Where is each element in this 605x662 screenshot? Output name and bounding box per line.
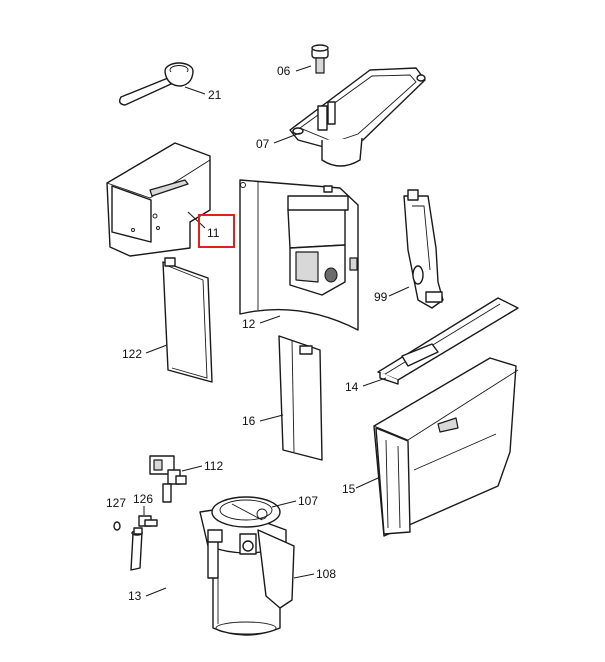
part-127-o-ring[interactable] [113, 521, 121, 531]
label-14: 14 [345, 380, 359, 394]
leader-112 [181, 465, 203, 472]
part-112-valve[interactable] [149, 455, 187, 503]
part-107-lid[interactable] [211, 496, 281, 528]
leader-11 [187, 211, 206, 229]
part-06-knob[interactable] [311, 44, 329, 74]
part-16-front-cover[interactable] [278, 335, 323, 461]
part-21-measuring-spoon[interactable] [118, 62, 194, 106]
leader-99 [388, 286, 410, 297]
leader-108 [293, 573, 315, 579]
leader-13 [145, 587, 167, 597]
label-12: 12 [242, 317, 256, 331]
label-16: 16 [242, 414, 256, 428]
label-13: 13 [128, 589, 142, 603]
part-99-lever[interactable] [403, 189, 444, 309]
leader-107 [271, 500, 297, 508]
label-112: 112 [204, 459, 223, 473]
leader-21 [184, 86, 206, 95]
leader-07 [273, 132, 301, 144]
leader-06 [295, 65, 312, 72]
label-06: 06 [277, 64, 291, 78]
label-11: 11 [207, 226, 220, 240]
label-127: 127 [106, 496, 126, 510]
leader-15 [355, 477, 379, 489]
label-122: 122 [122, 347, 142, 361]
part-07-upper-housing[interactable] [289, 67, 426, 167]
label-15: 15 [342, 482, 356, 496]
part-11-container[interactable] [106, 142, 211, 257]
part-13-tube[interactable] [130, 527, 143, 571]
part-122-side-panel[interactable] [162, 257, 213, 383]
label-99: 99 [374, 290, 388, 304]
part-14-rail[interactable] [377, 297, 519, 385]
part-12-main-frame[interactable] [239, 179, 359, 331]
label-21: 21 [208, 88, 222, 102]
leader-12 [259, 315, 281, 324]
label-07: 07 [256, 137, 270, 151]
highlight-box-11 [198, 214, 235, 248]
label-108: 108 [316, 567, 336, 581]
part-126-fitting[interactable] [138, 515, 158, 527]
label-107: 107 [298, 494, 318, 508]
label-126: 126 [133, 492, 153, 506]
part-15-water-tank[interactable] [373, 357, 519, 537]
leader-122 [145, 344, 168, 354]
leader-14 [362, 377, 387, 387]
leader-16 [259, 414, 284, 422]
